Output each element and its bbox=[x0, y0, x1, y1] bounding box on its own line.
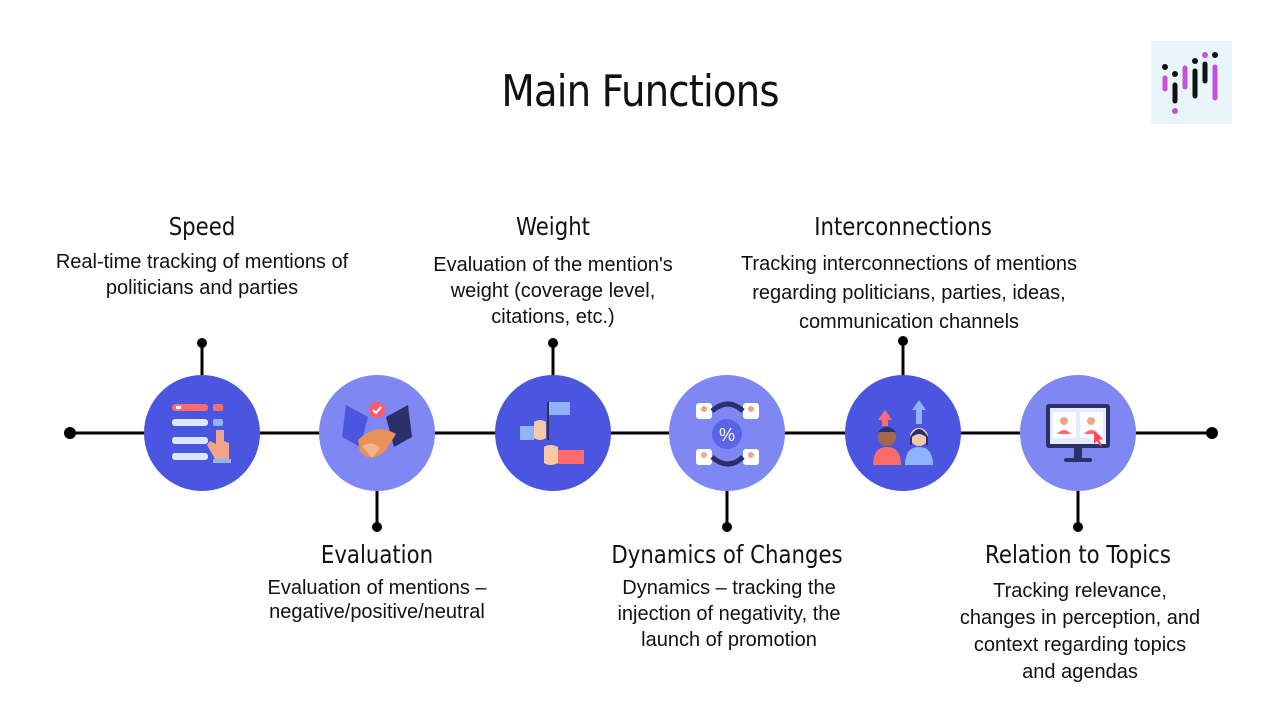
heading-dynamics: Dynamics of Changes bbox=[611, 540, 843, 569]
hands-flags-icon bbox=[520, 402, 584, 465]
percent-network-icon: % bbox=[696, 401, 759, 467]
desc-topics: Tracking relevance, changes in perceptio… bbox=[959, 580, 1201, 683]
heading-topics: Relation to Topics bbox=[985, 540, 1171, 569]
desc-dynamics: Dynamics – tracking the injection of neg… bbox=[617, 577, 841, 651]
heading-interconnections: Interconnections bbox=[814, 212, 992, 241]
interconnections-circle bbox=[845, 375, 961, 491]
video-monitor-icon bbox=[1046, 404, 1110, 462]
heading-weight: Weight bbox=[515, 212, 591, 241]
checklist-click-icon bbox=[172, 404, 231, 463]
people-growth-icon bbox=[873, 400, 933, 465]
desc-interconnections: Tracking interconnections of mentions re… bbox=[740, 253, 1078, 333]
page-title: Main Functions bbox=[501, 66, 779, 117]
desc-evaluation: Evaluation of mentions – negative/positi… bbox=[267, 577, 487, 623]
heading-evaluation: Evaluation bbox=[320, 540, 434, 569]
handshake-icon bbox=[342, 402, 412, 458]
timeline-start-dot bbox=[64, 427, 76, 439]
speed-circle bbox=[144, 375, 260, 491]
svg-text:%: % bbox=[719, 425, 735, 445]
desc-speed: Real-time tracking of mentions of politi… bbox=[55, 251, 349, 299]
weight-circle bbox=[495, 375, 611, 491]
timeline-end-dot bbox=[1206, 427, 1218, 439]
heading-speed: Speed bbox=[168, 212, 236, 241]
brand-logo bbox=[1151, 41, 1232, 124]
desc-weight: Evaluation of the mention's weight (cove… bbox=[433, 254, 673, 328]
